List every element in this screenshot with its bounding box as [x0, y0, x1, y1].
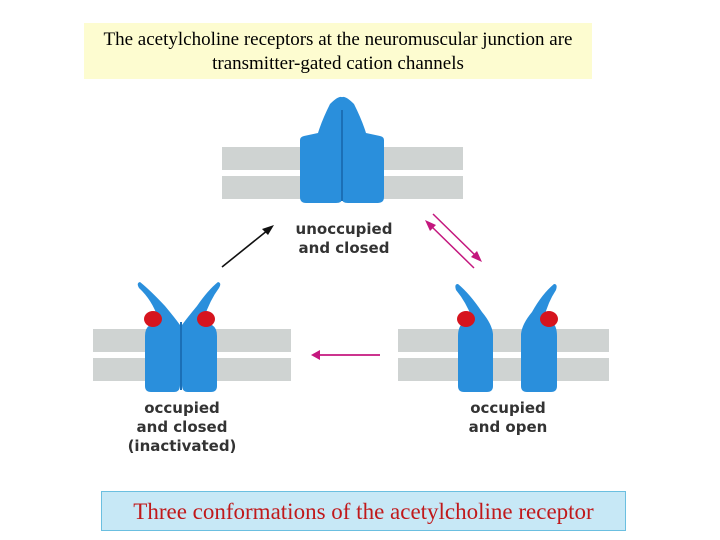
- title-box: The acetylcholine receptors at the neuro…: [84, 23, 592, 79]
- membrane-right: [398, 329, 609, 381]
- title-line-1: The acetylcholine receptors at the neuro…: [103, 29, 573, 50]
- svg-text:occupied: occupied: [144, 399, 220, 417]
- arrows-top-right-equilibrium: [425, 213, 482, 269]
- svg-text:(inactivated): (inactivated): [128, 437, 237, 455]
- svg-text:and open: and open: [469, 418, 548, 436]
- caption-box: Three conformations of the acetylcholine…: [101, 491, 626, 531]
- svg-text:unoccupied: unoccupied: [296, 220, 393, 238]
- ligand-left-b: [197, 311, 215, 327]
- svg-text:and closed: and closed: [137, 418, 228, 436]
- arrow-right-to-left: [311, 350, 380, 360]
- ligand-right-b: [540, 311, 558, 327]
- receptor-unoccupied-closed: [300, 96, 384, 203]
- title-line-2: transmitter-gated cation channels: [212, 53, 464, 74]
- label-unoccupied-closed: unoccupied and closed: [296, 220, 393, 257]
- receptor-occupied-open: [455, 284, 558, 392]
- arrow-left-to-top: [221, 225, 274, 268]
- label-occupied-open: occupied and open: [469, 399, 548, 436]
- svg-text:occupied: occupied: [470, 399, 546, 417]
- svg-text:and closed: and closed: [299, 239, 390, 257]
- ligand-right-a: [457, 311, 475, 327]
- receptor-occupied-inactivated: [137, 282, 221, 392]
- ligand-left-a: [144, 311, 162, 327]
- caption-text: Three conformations of the acetylcholine…: [133, 499, 594, 524]
- label-occupied-inactivated: occupied and closed (inactivated): [128, 399, 237, 455]
